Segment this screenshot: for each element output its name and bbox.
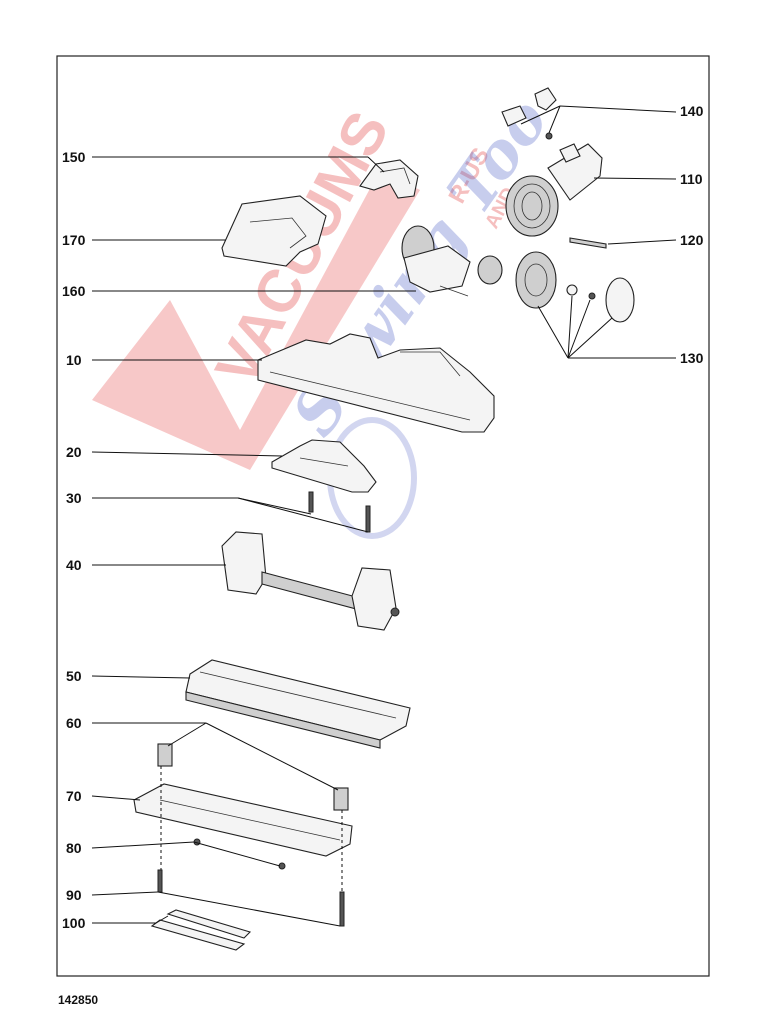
part-10-main-housing	[257, 333, 495, 433]
label-120: 120	[680, 232, 704, 248]
part-60-springs	[157, 743, 349, 811]
part-labels: 140 150 110 170 120 160 10 130 20 30 40 …	[62, 103, 704, 931]
part-150-bracket	[359, 159, 419, 199]
label-90: 90	[66, 887, 82, 903]
part-20-mounting-plate	[271, 439, 377, 493]
part-70-base-plate	[133, 783, 353, 857]
watermark-v-shape	[92, 170, 420, 470]
label-30: 30	[66, 490, 82, 506]
label-150: 150	[62, 149, 86, 165]
leader-lines	[91, 105, 677, 927]
label-130: 130	[680, 350, 704, 366]
part-140-clips	[501, 87, 557, 140]
part-130-wheel-cap	[515, 251, 635, 323]
part-90-screws	[157, 869, 345, 927]
diagram-frame	[56, 55, 710, 977]
part-30-screws	[308, 491, 371, 533]
document-number: 142850	[58, 993, 98, 1007]
part-110-swivel-neck	[505, 143, 603, 237]
label-100: 100	[62, 915, 86, 931]
label-140: 140	[680, 103, 704, 119]
label-80: 80	[66, 840, 82, 856]
label-20: 20	[66, 444, 82, 460]
label-50: 50	[66, 668, 82, 684]
part-50-brush-plate	[185, 659, 411, 749]
label-160: 160	[62, 283, 86, 299]
label-70: 70	[66, 788, 82, 804]
label-170: 170	[62, 232, 86, 248]
part-120-pin	[569, 237, 607, 249]
label-60: 60	[66, 715, 82, 731]
part-170-cover	[221, 195, 327, 267]
label-10: 10	[66, 352, 82, 368]
label-110: 110	[680, 171, 703, 187]
part-100-strips	[150, 909, 252, 951]
part-160-joint-housing	[401, 225, 503, 297]
label-40: 40	[66, 557, 82, 573]
part-40-axle-wheels	[221, 531, 400, 631]
